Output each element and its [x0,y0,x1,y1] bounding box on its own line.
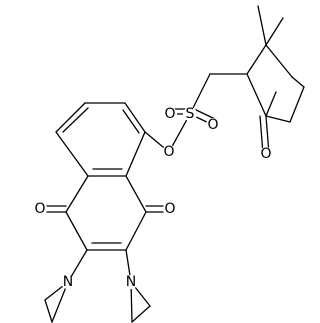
bond [265,17,284,46]
bond [259,115,264,155]
bond [122,109,140,134]
bonds [44,5,305,323]
oxygen-ester-label: O [163,144,174,160]
bond [265,115,291,123]
bond [125,175,147,213]
ketone-oxygen-label: O [260,146,271,162]
atom-labels: O S O O O O O N N [33,106,273,290]
bond [168,113,191,153]
sulfonyl-oxygen-label: O [207,117,218,133]
bond [51,281,69,323]
chemical-structure: O S O O O O O N N [33,5,305,323]
bond [257,5,267,46]
bond [44,299,53,323]
bond [189,73,211,115]
bond [65,175,89,213]
bond [131,305,151,323]
bond [289,86,305,123]
sulfur-label: S [186,106,195,122]
quinone-oxygen-label: O [34,201,45,217]
bond [124,102,146,133]
aziridine-nitrogen-label: N [126,274,136,290]
quinone-oxygen-label: O [164,201,175,217]
bond [55,102,86,133]
bond [265,91,277,117]
bond [55,131,89,177]
bond [291,76,305,88]
bond [125,211,147,251]
bond [246,44,267,75]
aziridine-nitrogen-label: N [63,274,73,290]
bond [246,73,267,117]
bond [62,107,89,133]
bond [265,44,293,78]
bond [191,107,216,120]
sulfonyl-oxygen-label: O [164,106,175,122]
bond [125,131,146,177]
bond [65,211,88,251]
